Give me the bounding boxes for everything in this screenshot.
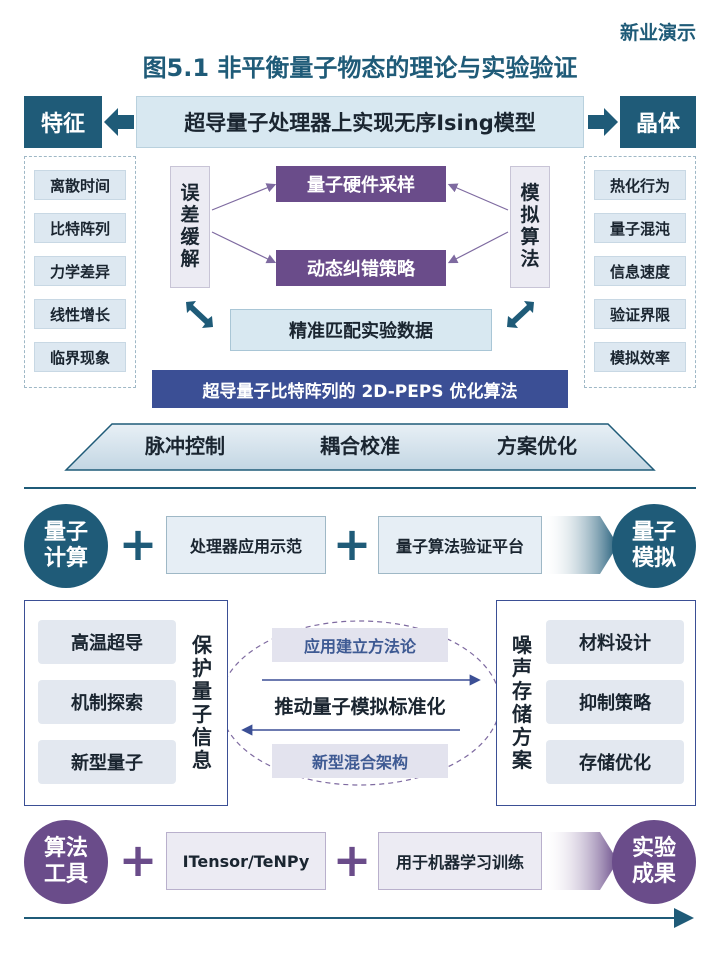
tensor-library-box: ITensor/TeNPy	[166, 832, 326, 890]
processor-demo-box: 处理器应用示范	[166, 516, 326, 574]
vertical-char: 模	[520, 182, 540, 205]
circle-line: 工具	[43, 862, 88, 887]
right-head: 晶体	[620, 96, 696, 148]
standardization-label: 推动量子模拟标准化	[274, 695, 446, 718]
circle-line: 量子	[631, 519, 676, 545]
right-block-arrow	[588, 108, 618, 136]
experimental-results-circle: 实验 成果	[612, 820, 696, 904]
circle-line: 实验	[631, 835, 676, 861]
left-feature-item: 离散时间	[34, 170, 126, 200]
plus-icon: +	[118, 833, 158, 887]
application-item: 新型量子	[38, 740, 176, 784]
algorithm-validation-box: 量子算法验证平台	[378, 516, 542, 574]
vertical-char: 噪	[512, 633, 532, 657]
circle-line: 计算	[43, 546, 88, 571]
plus-icon: +	[332, 833, 372, 887]
dynamic-error-correction-box: 动态纠错策略	[276, 250, 446, 286]
left-feature-item: 力学差异	[34, 256, 126, 286]
protect-quantum-info-vertical: 保 护 量 子 信 息	[184, 618, 220, 788]
double-arrow-left	[186, 301, 213, 328]
row1-gradient-arrow	[542, 516, 618, 574]
vertical-char: 护	[192, 656, 212, 680]
quantum-simulation-circle: 量子 模拟	[612, 504, 696, 588]
vertical-char: 保	[192, 633, 212, 657]
circle-line: 成果	[631, 862, 676, 887]
vertical-char: 缓	[180, 226, 200, 248]
circle-line: 模拟	[631, 546, 676, 571]
right-feature-item: 模拟效率	[594, 342, 686, 372]
vertical-char: 息	[192, 748, 212, 772]
vertical-char: 存	[512, 679, 532, 703]
data-matching-box: 精准匹配实验数据	[230, 309, 492, 351]
trapezoid-band	[24, 423, 696, 489]
figure-title: 图5.1 非平衡量子物态的理论与实验验证	[142, 54, 578, 82]
vertical-char: 信	[192, 725, 212, 749]
left-feature-item: 线性增长	[34, 299, 126, 329]
trapezoid-item: 脉冲控制	[145, 433, 225, 458]
vertical-char: 误	[180, 182, 200, 205]
application-item: 材料设计	[546, 620, 684, 664]
trapezoid-item: 方案优化	[497, 433, 577, 458]
vertical-char: 解	[180, 247, 200, 270]
thin-connector-arrows	[211, 183, 509, 264]
vertical-char: 差	[180, 204, 200, 227]
ml-training-box: 用于机器学习训练	[378, 832, 542, 890]
brand-label: 新业演示	[619, 22, 696, 44]
hybrid-architecture-label: 新型混合架构	[272, 744, 448, 778]
application-item: 抑制策略	[546, 680, 684, 724]
methodology-label: 应用建立方法论	[272, 628, 448, 662]
vertical-char: 拟	[520, 204, 540, 227]
right-feature-item: 量子混沌	[594, 213, 686, 243]
quantum-computing-circle: 量子 计算	[24, 504, 108, 588]
algorithm-bar: 超导量子比特阵列的 2D-PEPS 优化算法	[152, 370, 568, 408]
right-feature-item: 信息速度	[594, 256, 686, 286]
error-mitigation-vertical-box: 误 差 缓 解	[170, 166, 210, 288]
left-head: 特征	[24, 96, 102, 148]
application-item: 存储优化	[546, 740, 684, 784]
application-item: 机制探索	[38, 680, 176, 724]
double-arrow-right	[507, 301, 534, 328]
application-item: 高温超导	[38, 620, 176, 664]
plus-icon: +	[118, 517, 158, 571]
simulation-algorithm-vertical-box: 模 拟 算 法	[510, 166, 550, 288]
vertical-char: 储	[512, 702, 532, 726]
trapezoid-item: 耦合校准	[320, 433, 400, 458]
left-feature-item: 临界现象	[34, 342, 126, 372]
circle-line: 算法	[43, 835, 88, 861]
vertical-char: 法	[520, 247, 540, 270]
right-feature-item: 热化行为	[594, 170, 686, 200]
noise-storage-vertical: 噪 声 存 储 方 案	[504, 618, 540, 788]
row2-gradient-arrow	[542, 832, 618, 890]
vertical-char: 案	[512, 748, 532, 772]
vertical-char: 量	[192, 679, 212, 703]
left-feature-item: 比特阵列	[34, 213, 126, 243]
main-title-bar: 超导量子处理器上实现无序Ising模型	[136, 96, 584, 148]
hardware-sampling-box: 量子硬件采样	[276, 166, 446, 202]
algorithm-tools-circle: 算法 工具	[24, 820, 108, 904]
left-block-arrow	[104, 108, 134, 136]
vertical-char: 子	[192, 702, 212, 726]
vertical-char: 方	[512, 725, 532, 749]
vertical-char: 声	[512, 656, 532, 680]
right-feature-item: 验证界限	[594, 299, 686, 329]
circle-line: 量子	[43, 519, 88, 545]
vertical-char: 算	[520, 226, 540, 248]
plus-icon: +	[332, 517, 372, 571]
